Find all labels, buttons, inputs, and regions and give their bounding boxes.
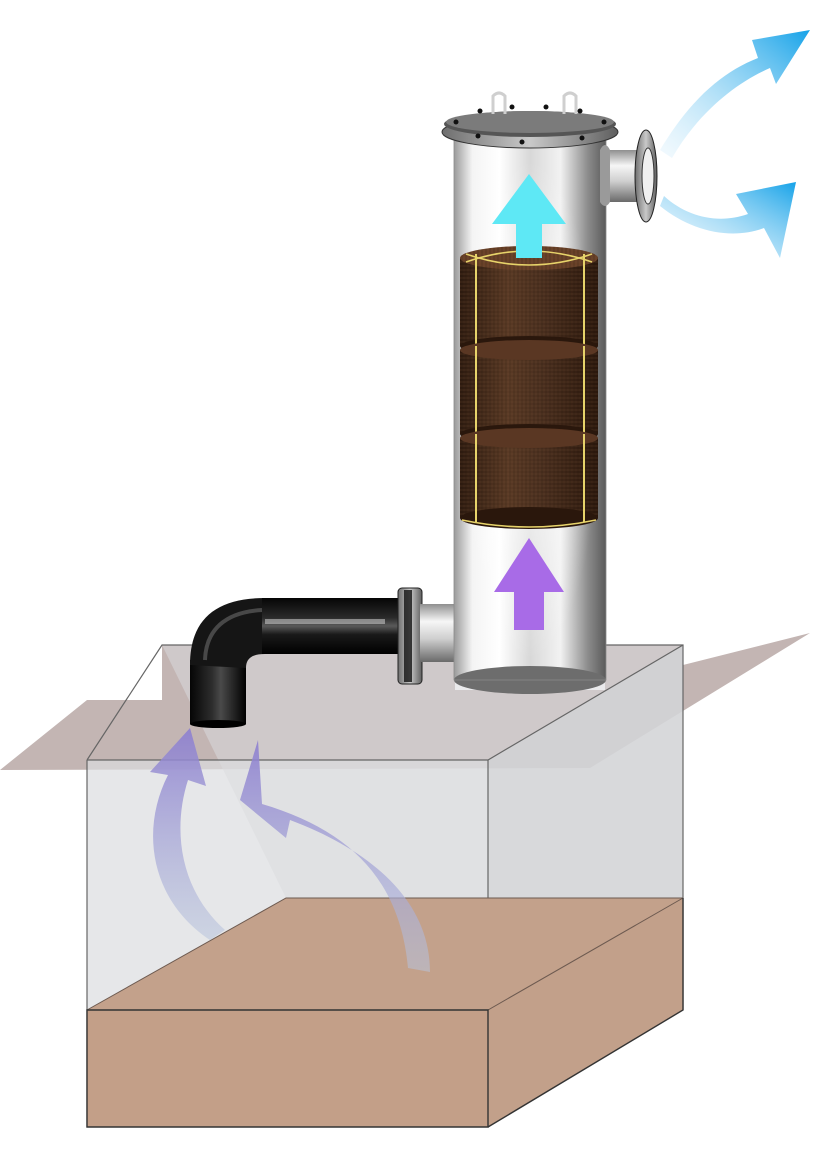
up-arrow-icon [492, 174, 566, 258]
filter-cartridge [460, 340, 598, 444]
filter-cartridge-stack [460, 246, 598, 529]
lid-handle [491, 91, 507, 114]
curved-arrow-icon [660, 30, 810, 158]
elbow-inlet-pipe [190, 587, 460, 728]
up-arrow-icon [494, 538, 564, 630]
vapor-arrows [150, 728, 430, 972]
outlet-nozzle [600, 129, 658, 223]
curved-arrow-icon [660, 182, 796, 258]
outlet-arrows [660, 30, 810, 258]
curved-arrow-icon [150, 728, 225, 940]
lid-handle [562, 91, 578, 114]
lid-flange [441, 91, 619, 149]
tank-contents [86, 897, 684, 1128]
filter-cartridge [460, 428, 598, 529]
curved-arrow-icon [240, 740, 430, 972]
filter-cartridge [460, 246, 598, 356]
